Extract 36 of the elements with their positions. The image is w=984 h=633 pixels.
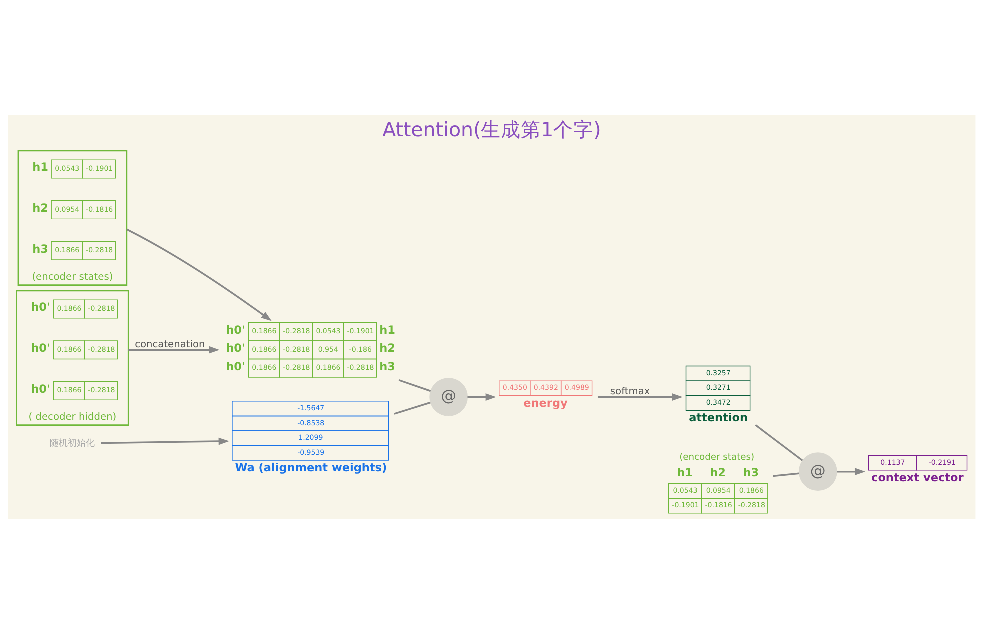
arrow bbox=[128, 346, 220, 354]
edge-label: concatenation bbox=[135, 338, 206, 350]
arrow bbox=[837, 468, 866, 476]
node-label: context vector bbox=[872, 471, 964, 484]
edge-label: softmax bbox=[610, 386, 650, 398]
node-label: energy bbox=[524, 396, 568, 410]
arrow bbox=[468, 393, 496, 400]
node-label: Wa (alignment weights) bbox=[235, 461, 388, 474]
node-label: h2 bbox=[380, 342, 396, 355]
node-label: h2 bbox=[32, 201, 48, 214]
node-label: h0' bbox=[226, 323, 246, 336]
arrow bbox=[100, 437, 230, 445]
node-label: h2 bbox=[710, 466, 726, 480]
node-label: h0' bbox=[31, 300, 50, 314]
node-label: (encoder states) bbox=[680, 452, 755, 463]
node-label: h0' bbox=[31, 342, 50, 355]
connector bbox=[755, 424, 804, 461]
connector bbox=[773, 472, 800, 477]
node-label: h3 bbox=[32, 242, 48, 256]
node-label: h0' bbox=[226, 360, 246, 373]
arrow bbox=[598, 393, 683, 400]
arrow bbox=[126, 228, 272, 321]
node-label: attention bbox=[689, 411, 748, 424]
connector bbox=[398, 379, 432, 392]
node-circle: @ bbox=[430, 378, 468, 416]
node-label: h1 bbox=[32, 160, 48, 174]
node-label: h3 bbox=[743, 466, 760, 480]
node-text: 随机初始化 bbox=[50, 438, 96, 449]
node-label: h1 bbox=[380, 323, 396, 336]
connector bbox=[394, 401, 431, 414]
node-circle: @ bbox=[798, 452, 838, 491]
node-label: h0' bbox=[31, 382, 50, 396]
node-label: h0' bbox=[226, 342, 246, 355]
diagram-title: Attention(生成第1个字) bbox=[382, 118, 602, 141]
node-label: h3 bbox=[380, 360, 396, 373]
node-label: h1 bbox=[677, 466, 693, 480]
